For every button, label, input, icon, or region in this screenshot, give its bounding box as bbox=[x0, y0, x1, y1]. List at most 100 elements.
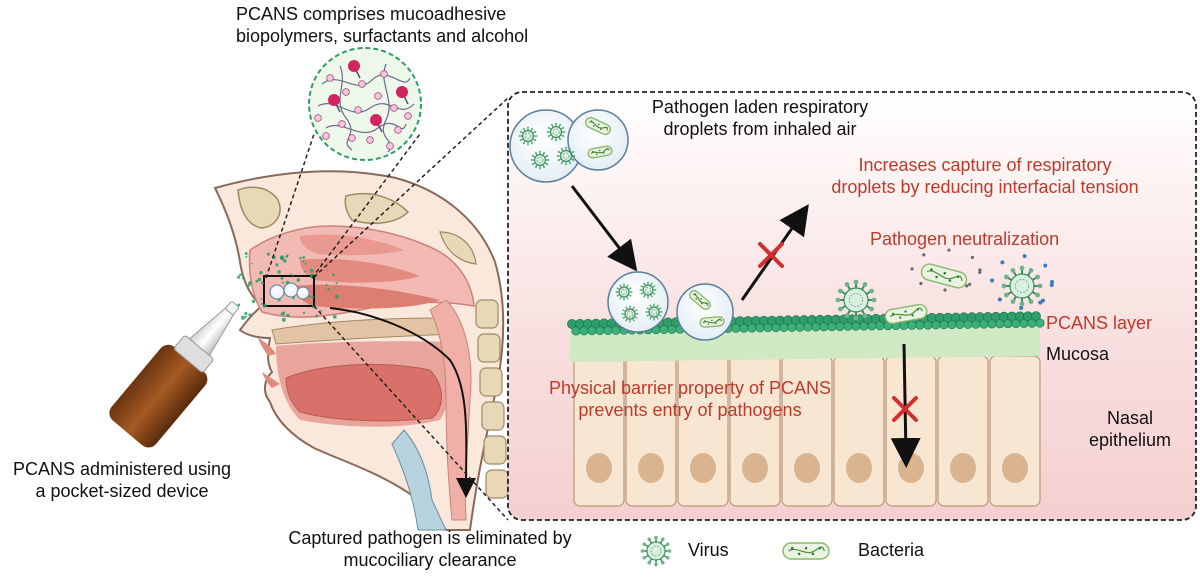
spray-particle bbox=[327, 287, 330, 291]
epithelial-cell bbox=[937, 355, 989, 507]
spray-particle bbox=[304, 270, 307, 273]
cell-nucleus bbox=[794, 453, 820, 483]
epithelial-cell bbox=[989, 355, 1041, 507]
spray-particle bbox=[332, 273, 335, 277]
cell-nucleus bbox=[1002, 453, 1028, 483]
alcohol-molecule bbox=[342, 88, 350, 96]
alcohol-molecule bbox=[354, 106, 362, 114]
zoom-line-bottom bbox=[313, 305, 509, 521]
bacteria-icon bbox=[699, 316, 725, 328]
sphenoid-bone bbox=[344, 193, 410, 225]
debris-dot bbox=[943, 288, 947, 292]
alcohol-molecule bbox=[366, 136, 374, 144]
administration-line2: a pocket-sized device bbox=[35, 480, 209, 501]
alcohol-molecule bbox=[386, 142, 394, 150]
alcohol-molecule bbox=[358, 80, 366, 88]
debris-dot bbox=[978, 268, 982, 272]
alcohol-molecule bbox=[390, 104, 398, 112]
legend bbox=[640, 535, 830, 567]
tongue bbox=[285, 363, 442, 422]
capture-zone-droplets bbox=[269, 282, 310, 300]
debris-dot bbox=[970, 255, 974, 259]
spray-particle bbox=[279, 255, 285, 260]
zoom-line-left bbox=[265, 133, 315, 279]
clearance-arrow bbox=[329, 307, 477, 498]
bacteria-particles-air bbox=[585, 116, 613, 159]
spray-particle bbox=[281, 317, 286, 322]
administration-label: PCANS administered using a pocket-sized … bbox=[0, 459, 244, 503]
cell-nucleus bbox=[898, 453, 924, 483]
zoom-line-right bbox=[311, 133, 421, 279]
spray-particle bbox=[320, 310, 323, 312]
spray-particle bbox=[280, 312, 285, 316]
alcohol-molecule bbox=[348, 134, 356, 142]
turbinate-middle bbox=[300, 258, 420, 283]
pcans-composition-line2: biopolymers, surfactants and alcohol bbox=[236, 25, 529, 46]
capture-zone-box bbox=[263, 275, 315, 307]
nasal-anatomy bbox=[213, 170, 509, 531]
pcans-composition-zoom bbox=[265, 47, 422, 279]
vertebrae bbox=[475, 299, 509, 499]
spray-particle bbox=[333, 287, 335, 289]
debris-dot bbox=[1049, 283, 1054, 288]
spray-particle bbox=[286, 313, 290, 318]
debris-dot bbox=[1050, 280, 1054, 284]
bacteria-icon bbox=[585, 116, 611, 136]
inhaled-droplet-bacteria bbox=[567, 109, 629, 171]
spray-particle bbox=[296, 278, 301, 282]
cell-nucleus bbox=[742, 453, 768, 483]
spray-particle bbox=[241, 276, 245, 280]
spray-particle bbox=[257, 277, 262, 282]
spray-particle bbox=[311, 305, 315, 309]
virus-particles-air bbox=[518, 122, 576, 170]
spray-particle bbox=[237, 303, 241, 307]
spray-particle bbox=[311, 295, 315, 299]
pcans-composition-line1: PCANS comprises mucoadhesive bbox=[236, 4, 507, 24]
debris-dot bbox=[947, 248, 951, 252]
spray-particle bbox=[335, 294, 339, 299]
spray-particle bbox=[244, 311, 248, 316]
bacteria-icon bbox=[782, 542, 830, 560]
spray-particle bbox=[245, 255, 248, 258]
neutralized-pathogens bbox=[835, 248, 1054, 325]
spray-particle bbox=[282, 281, 285, 284]
debris-dot bbox=[968, 282, 972, 286]
spray-particle bbox=[302, 256, 306, 259]
polymer-chain bbox=[339, 65, 353, 151]
spray-particle bbox=[285, 255, 289, 258]
virus-icon bbox=[556, 146, 576, 166]
surfactant-head bbox=[348, 60, 360, 72]
polymer-chain bbox=[321, 74, 411, 86]
spray-particle bbox=[315, 314, 319, 318]
debris-dot bbox=[997, 297, 1002, 302]
entry-arrow bbox=[890, 343, 921, 468]
physical-barrier-line1: Physical barrier property of PCANS bbox=[548, 378, 832, 398]
spray-particle bbox=[309, 268, 314, 273]
virus-icon bbox=[546, 122, 566, 142]
cell-nucleus bbox=[690, 453, 716, 483]
physical-barrier-line2: prevents entry of pathogens bbox=[578, 399, 802, 420]
bacteria-particles-captured bbox=[689, 289, 725, 328]
escape-blocked-x-icon bbox=[758, 242, 784, 268]
epithelial-cells bbox=[573, 355, 1041, 507]
nasal-epithelium-label: Nasal epithelium bbox=[1080, 408, 1180, 452]
debris-dot bbox=[919, 281, 923, 286]
spray-particle bbox=[248, 313, 252, 317]
alcohol-molecule bbox=[380, 70, 388, 78]
virus-icon bbox=[835, 279, 877, 321]
spray-particle bbox=[332, 315, 337, 319]
bacteria-icon bbox=[587, 145, 613, 159]
debris-dot bbox=[978, 270, 982, 274]
turbinate-upper bbox=[300, 234, 404, 256]
spray-particle bbox=[266, 252, 270, 256]
spray-particle bbox=[326, 269, 329, 272]
spray-particle bbox=[308, 295, 311, 298]
spray-particle bbox=[290, 273, 292, 275]
cell-nucleus bbox=[846, 453, 872, 483]
spray-particle bbox=[280, 276, 284, 280]
pcans-composition-label: PCANS comprises mucoadhesive biopolymers… bbox=[236, 4, 529, 48]
spray-particles bbox=[237, 252, 339, 322]
interfacial-tension-line2: droplets by reducing interfacial tension bbox=[831, 176, 1139, 197]
spray-particle bbox=[247, 284, 251, 287]
